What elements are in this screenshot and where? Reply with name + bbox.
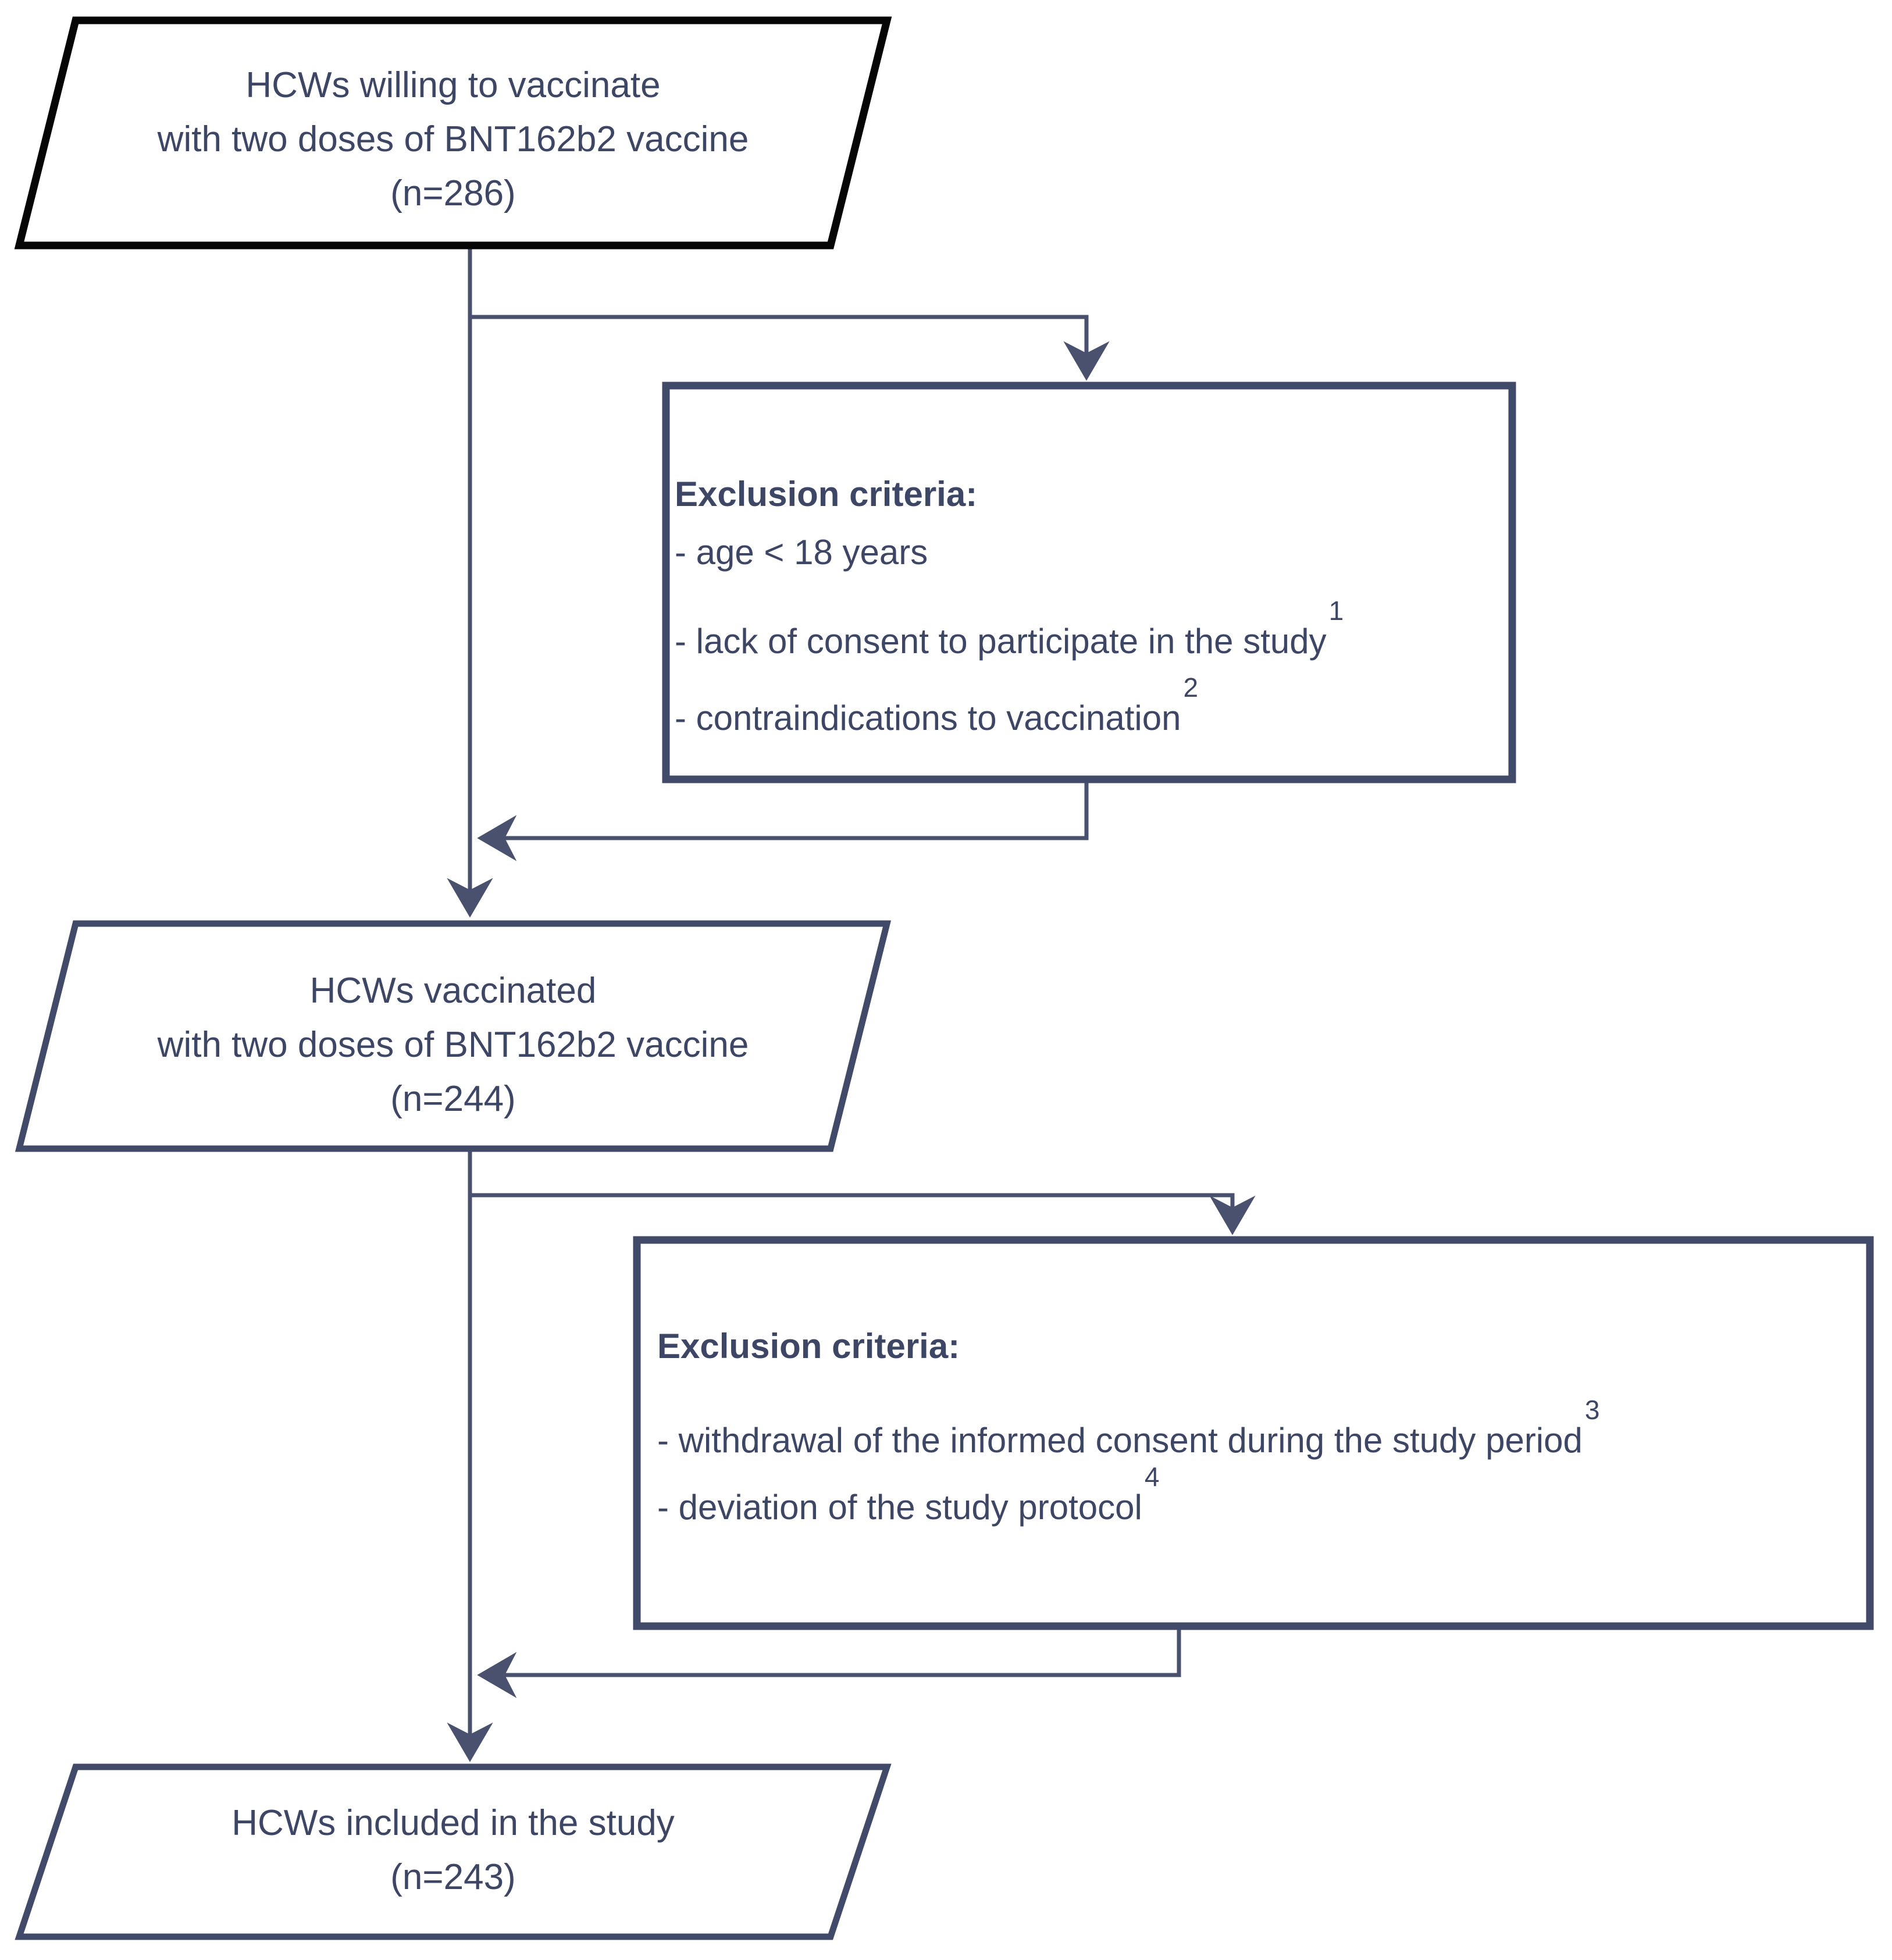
start-node-count: (n=286) (390, 173, 516, 213)
connector-branch-to-exclusion1 (470, 315, 1110, 381)
exclusion2-item: - deviation of the study protocol4 (657, 1463, 1159, 1529)
exclusion2-item: - withdrawal of the informed consent dur… (657, 1396, 1599, 1462)
vaccinated-node-count: (n=244) (390, 1079, 516, 1119)
start-parallelogram (14, 16, 892, 250)
exclusion1-item-text: - age < 18 years (675, 533, 928, 572)
connector-branch-to-exclusion2 (470, 1193, 1256, 1235)
footnote-superscript: 4 (1144, 1462, 1160, 1492)
start-node-text: HCWs willing to vaccinate with two doses… (19, 58, 887, 220)
connector-return-from-exclusion2 (477, 1626, 1181, 1698)
exclusion1-item-text: - contraindications to vaccination (675, 699, 1181, 737)
exclusion1-title: Exclusion criteria: (675, 475, 978, 514)
vaccinated-parallelogram (15, 920, 892, 1152)
exclusion1-item-text: - lack of consent to participate in the … (675, 622, 1327, 661)
included-node-text: HCWs included in the study (n=243) (19, 1796, 887, 1904)
exclusion2-box (633, 1236, 1874, 1630)
exclusion2-item-text: - withdrawal of the informed consent dur… (657, 1421, 1583, 1460)
included-parallelogram (15, 1763, 892, 1940)
vaccinated-node-line: HCWs vaccinated (309, 971, 597, 1011)
exclusion2-item-text: - deviation of the study protocol (657, 1488, 1142, 1527)
footnote-superscript: 3 (1584, 1395, 1600, 1425)
start-node-line: HCWs willing to vaccinate (245, 65, 661, 105)
exclusion2-title: Exclusion criteria: (657, 1327, 960, 1366)
exclusion1-item: - age < 18 years (675, 531, 930, 574)
included-node-count: (n=243) (390, 1857, 516, 1897)
included-node-line: HCWs included in the study (231, 1803, 675, 1843)
vaccinated-node-text: HCWs vaccinated with two doses of BNT162… (19, 964, 887, 1126)
connector-return-from-exclusion1 (477, 779, 1089, 861)
vaccinated-node-line: with two doses of BNT162b2 vaccine (157, 1025, 749, 1065)
footnote-superscript: 1 (1328, 596, 1344, 626)
exclusion1-box (662, 382, 1516, 783)
exclusion1-item: - contraindications to vaccination2 (675, 674, 1198, 740)
footnote-superscript: 2 (1183, 672, 1199, 703)
start-node-line: with two doses of BNT162b2 vaccine (157, 119, 749, 159)
exclusion1-item: - lack of consent to participate in the … (675, 597, 1344, 663)
